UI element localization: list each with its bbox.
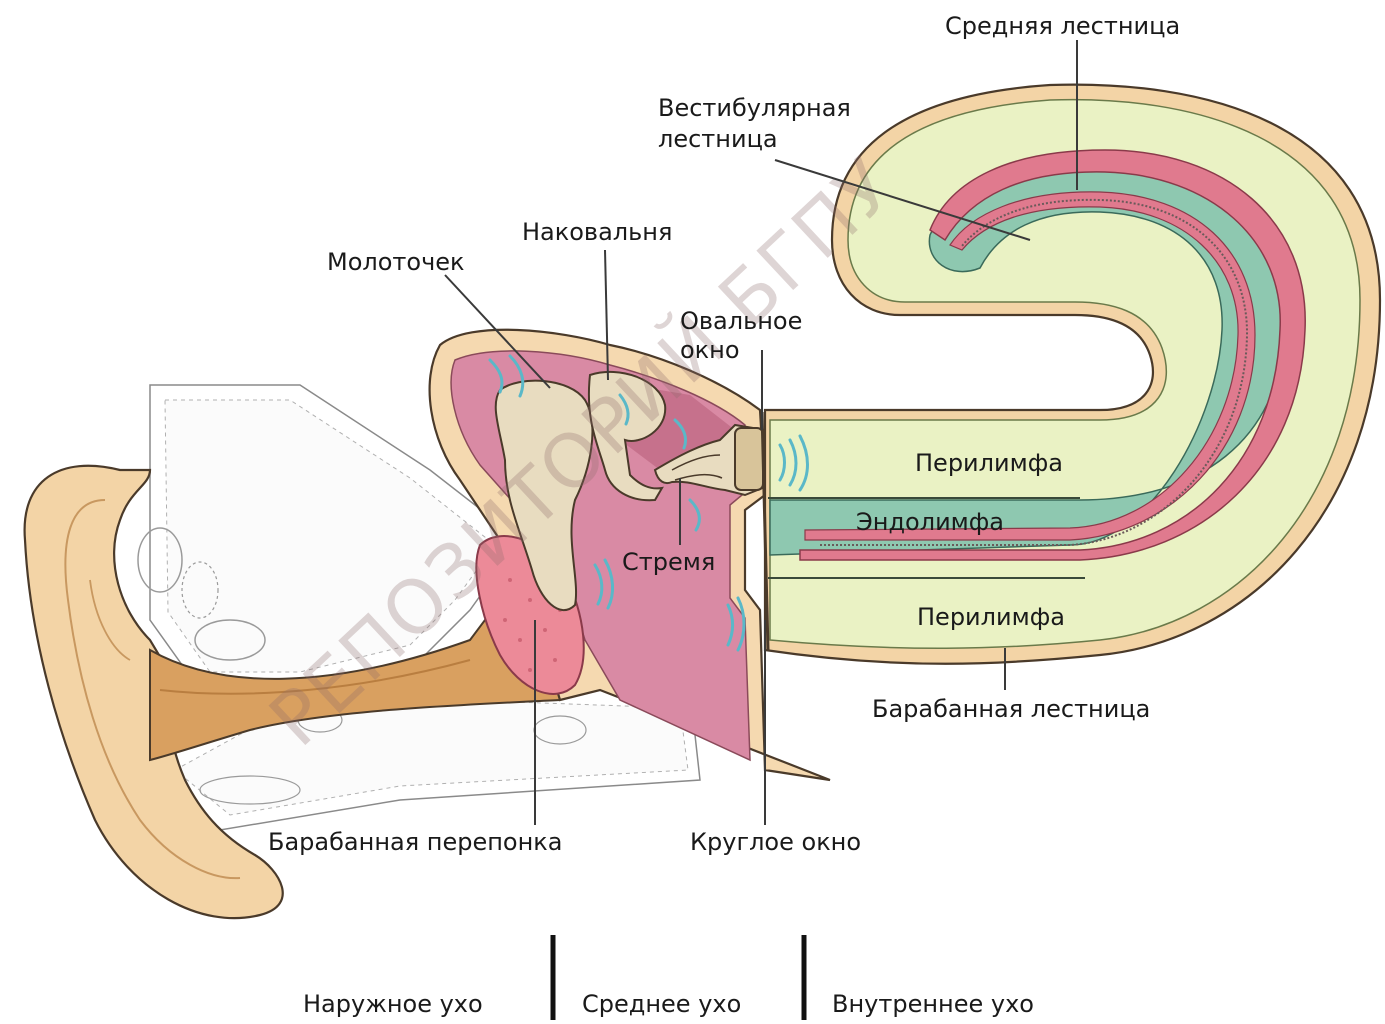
label-eardrum: Барабанная перепонка <box>268 828 563 856</box>
label-endolymph: Эндолимфа <box>856 508 1004 536</box>
label-round-window: Круглое окно <box>690 828 861 856</box>
label-stapes: Стремя <box>622 548 715 576</box>
section-outer-ear: Наружное ухо <box>303 990 483 1018</box>
label-perilymph-top: Перилимфа <box>915 449 1063 477</box>
label-vestibular-scala-line1: Вестибулярная <box>658 94 851 122</box>
section-inner-ear: Внутреннее ухо <box>832 990 1034 1018</box>
label-tympanic-scala: Барабанная лестница <box>872 695 1150 723</box>
label-perilymph-bottom: Перилимфа <box>917 603 1065 631</box>
label-middle-scala: Средняя лестница <box>945 12 1180 40</box>
label-incus: Наковальня <box>522 218 672 246</box>
label-malleus: Молоточек <box>327 248 465 276</box>
label-oval-window-line2: окно <box>680 336 740 364</box>
section-middle-ear: Среднее ухо <box>582 990 741 1018</box>
label-oval-window-line1: Овальное <box>680 307 802 335</box>
label-vestibular-scala-line2: лестница <box>658 125 778 153</box>
